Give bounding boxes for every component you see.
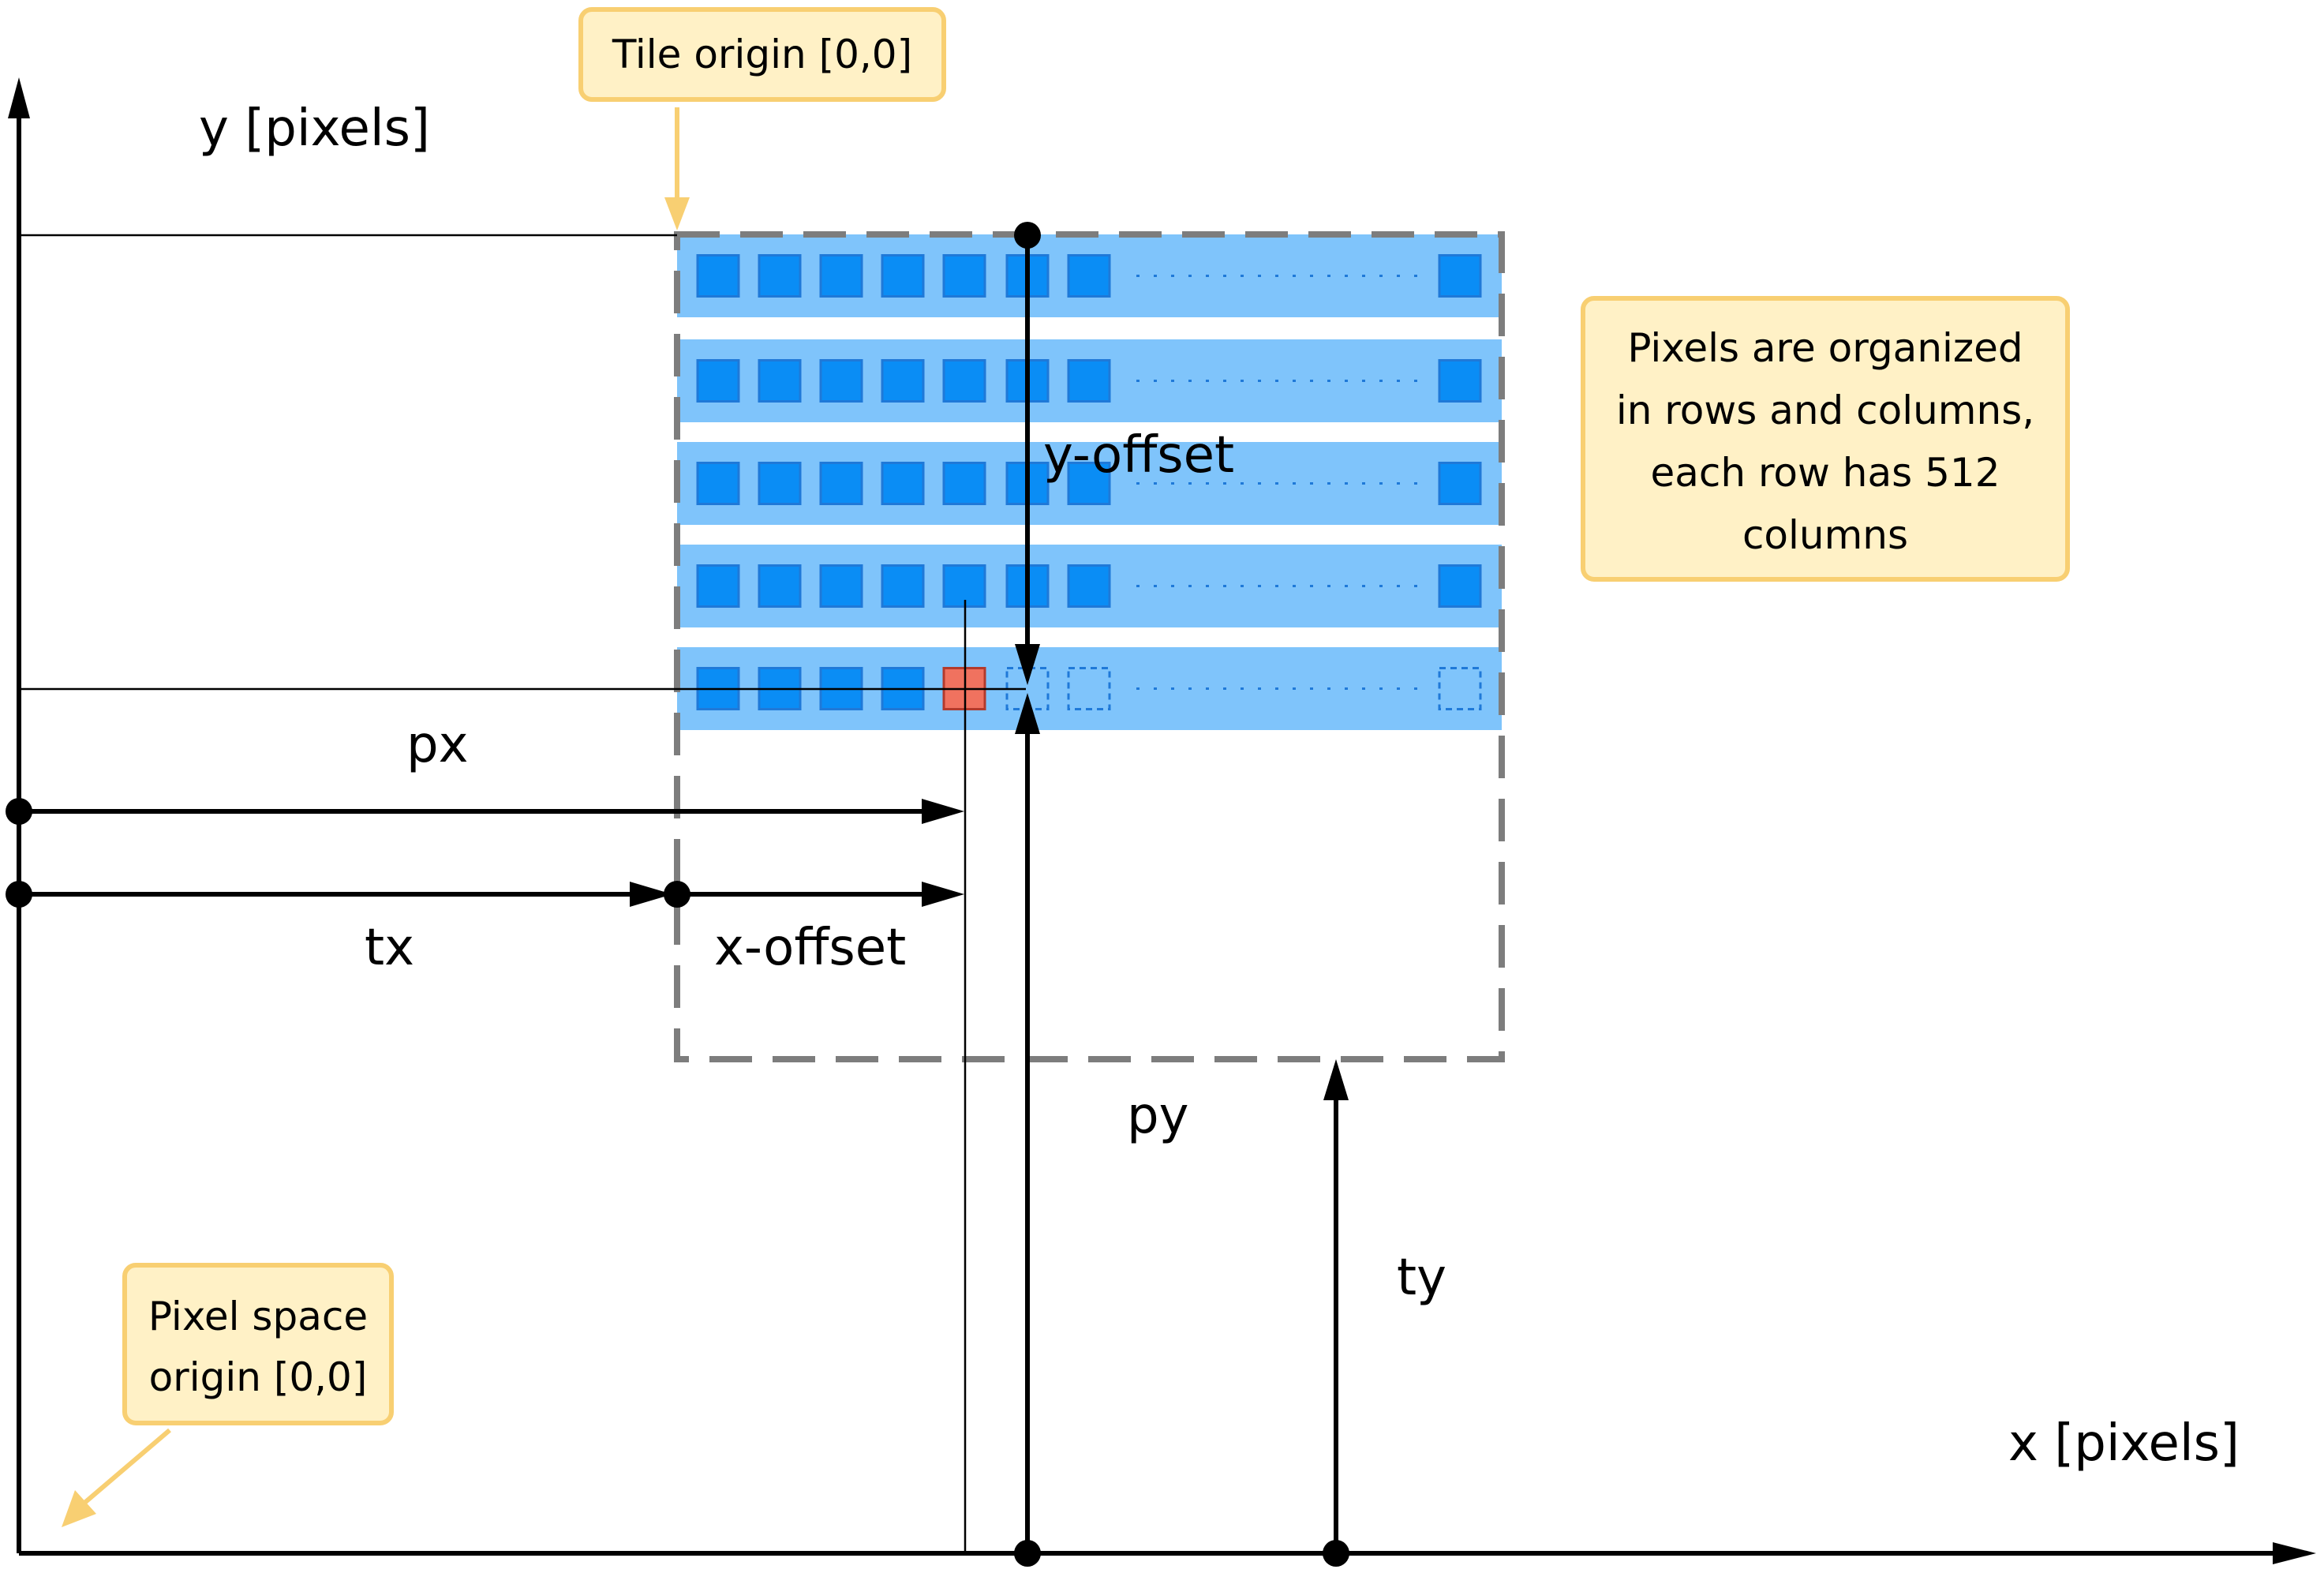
empty-pixel — [1067, 667, 1111, 710]
empty-pixel — [1438, 667, 1482, 710]
ty-start-dot — [1323, 1540, 1349, 1567]
pixel — [881, 462, 925, 505]
pixel — [942, 359, 986, 403]
pixel — [1438, 359, 1482, 403]
pixel — [819, 254, 863, 298]
x-axis-arrowhead — [2273, 1542, 2316, 1564]
py-start-dot — [1014, 1540, 1041, 1567]
pixel-space-origin-line2: origin [0,0] — [149, 1354, 368, 1400]
pixel — [696, 254, 740, 298]
py-arrowhead — [1015, 693, 1040, 734]
pixels-note-line2: in rows and columns, — [1616, 388, 2034, 433]
pixel — [942, 254, 986, 298]
pixel — [1438, 462, 1482, 505]
px-label: px — [406, 716, 469, 774]
pixel — [758, 359, 802, 403]
pixel — [881, 254, 925, 298]
pixel — [758, 462, 802, 505]
tile-origin-arrowhead — [664, 197, 690, 230]
ty-arrowhead — [1323, 1059, 1349, 1100]
pixel — [1067, 564, 1111, 608]
pixels-note-line3: each row has 512 — [1650, 450, 2000, 496]
tile-origin-callout: Tile origin [0,0] — [578, 7, 946, 230]
pixel — [1067, 462, 1111, 505]
pixel-space-origin-arrowhead — [62, 1490, 96, 1527]
pixels-note-line4: columns — [1742, 512, 1908, 558]
pixel-space-origin-line1: Pixel space — [148, 1294, 368, 1339]
py-label: py — [1127, 1087, 1189, 1145]
pixel — [881, 564, 925, 608]
x-offset-start-dot — [664, 881, 690, 908]
ty-label: ty — [1397, 1249, 1446, 1307]
pixels-note-line1: Pixels are organized — [1627, 325, 2023, 371]
px-arrowhead — [922, 799, 964, 824]
pixel — [1067, 359, 1111, 403]
pixel — [819, 359, 863, 403]
y-offset-arrowhead — [1015, 644, 1040, 685]
pixel — [1438, 564, 1482, 608]
pixel — [758, 564, 802, 608]
pixels-organized-callout: Pixels are organized in rows and columns… — [1581, 296, 2070, 582]
tx-start-dot — [6, 881, 32, 908]
tx-label: tx — [365, 919, 414, 977]
x-offset-arrowhead — [922, 882, 964, 907]
pixel — [881, 359, 925, 403]
tile-border — [674, 231, 1505, 1062]
x-axis-label: x [pixels] — [2008, 1414, 2240, 1473]
pixel — [942, 462, 986, 505]
pixel — [696, 462, 740, 505]
pixel-space-origin-callout: Pixel space origin [0,0] — [62, 1263, 394, 1527]
y-axis-label: y [pixels] — [199, 99, 430, 158]
pixel — [1067, 254, 1111, 298]
pixel — [696, 564, 740, 608]
y-offset-label: y-offset — [1043, 426, 1234, 485]
pixel — [1438, 254, 1482, 298]
x-offset-label: x-offset — [714, 919, 906, 977]
tx-arrowhead — [630, 882, 672, 907]
pixel — [819, 564, 863, 608]
pixel — [758, 254, 802, 298]
pixel — [819, 462, 863, 505]
pixel — [696, 359, 740, 403]
tile-origin-text: Tile origin [0,0] — [612, 32, 912, 77]
px-start-dot — [6, 798, 32, 825]
y-offset-start-dot — [1014, 222, 1041, 249]
y-axis-arrowhead — [8, 77, 30, 118]
